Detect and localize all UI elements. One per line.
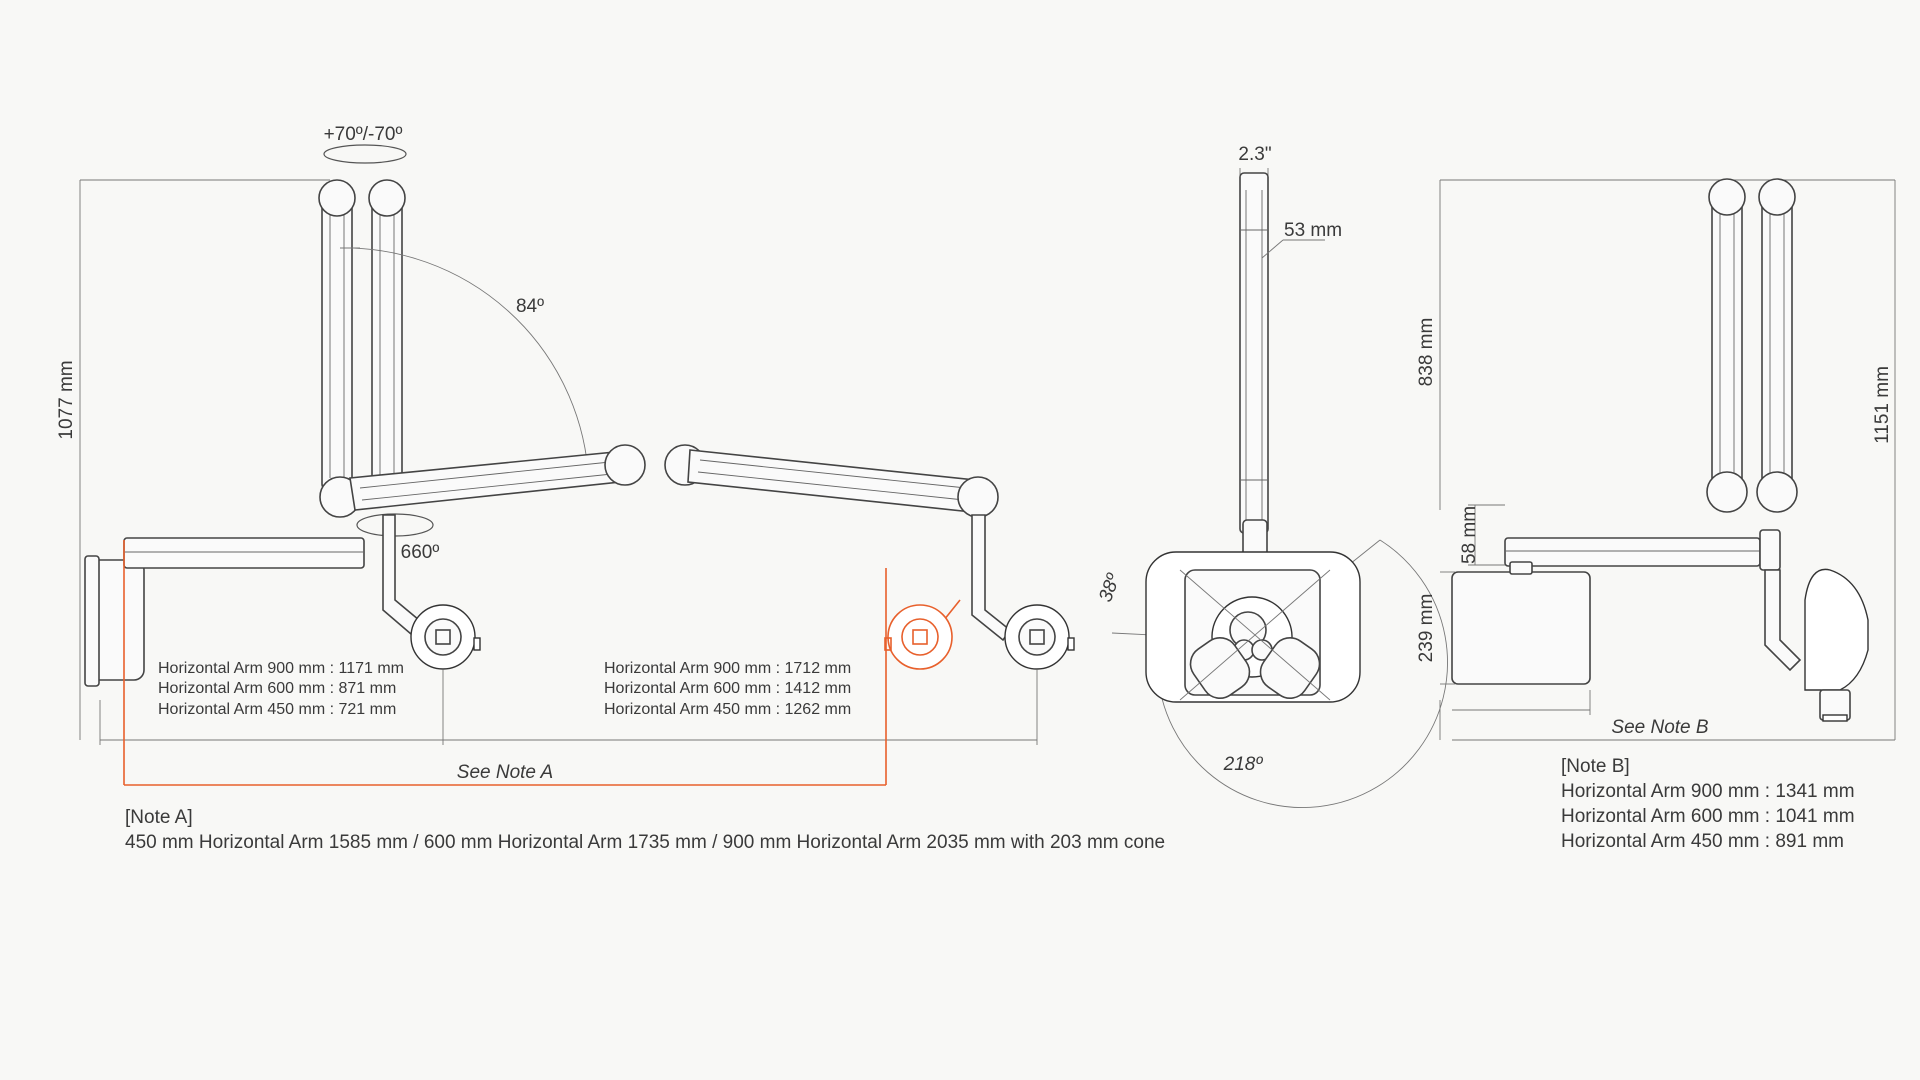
note-b: [Note B] Horizontal Arm 900 mm : 1341 mm… <box>1561 756 1855 852</box>
arm-angle-label: 84º <box>516 296 544 317</box>
note-b-line: Horizontal Arm 900 mm : 1341 mm <box>1561 781 1855 802</box>
note-b-line: Horizontal Arm 600 mm : 1041 mm <box>1561 806 1855 827</box>
front-view: 2.3" 53 mm 218º 38º <box>1095 144 1448 808</box>
height-left-label: 1077 mm <box>56 360 77 439</box>
note-a: [Note A] 450 mm Horizontal Arm 1585 mm /… <box>125 807 1165 853</box>
tube-head-right <box>1004 604 1075 670</box>
reach-right-block: Horizontal Arm 900 mm : 1712 mm Horizont… <box>604 660 851 718</box>
vertical-arm-right <box>368 179 406 491</box>
head-rotation-label: 660º <box>401 542 440 563</box>
vertical-rotation-label: +70º/-70º <box>324 124 403 145</box>
vertical-arm-left <box>318 179 356 491</box>
reach-right-line: Horizontal Arm 450 mm : 1262 mm <box>604 701 851 718</box>
extension-arm-1 <box>349 444 646 511</box>
wall-mount <box>84 537 365 687</box>
reach-left-line: Horizontal Arm 600 mm : 871 mm <box>158 680 396 697</box>
reach-left-line: Horizontal Arm 900 mm : 1171 mm <box>158 660 404 677</box>
reach-right-line: Horizontal Arm 600 mm : 1412 mm <box>604 680 851 697</box>
note-b-line: Horizontal Arm 450 mm : 891 mm <box>1561 831 1844 852</box>
note-b-title: [Note B] <box>1561 756 1630 777</box>
reach-right-line: Horizontal Arm 900 mm : 1712 mm <box>604 660 851 677</box>
front-width-mm-label: 53 mm <box>1284 220 1342 241</box>
reach-left-line: Horizontal Arm 450 mm : 721 mm <box>158 701 396 718</box>
side-view: 838 mm 1151 mm 58 mm 239 mm <box>1416 178 1896 741</box>
see-note-a-label: See Note A <box>457 762 553 783</box>
side-height-upper-label: 838 mm <box>1416 318 1437 387</box>
side-box-height-label: 239 mm <box>1416 594 1437 663</box>
note-a-title: [Note A] <box>125 807 193 828</box>
tube-head-left <box>410 604 481 670</box>
see-note-b-label: See Note B <box>1611 717 1708 738</box>
front-width-top-label: 2.3" <box>1238 144 1271 165</box>
side-box-small-label: 58 mm <box>1459 506 1480 564</box>
side-height-total-label: 1151 mm <box>1872 366 1893 444</box>
left-view: 1077 mm +70º/-70º 84º <box>56 124 1075 786</box>
note-a-text: 450 mm Horizontal Arm 1585 mm / 600 mm H… <box>125 832 1165 853</box>
reach-left-block: Horizontal Arm 900 mm : 1171 mm Horizont… <box>158 660 404 718</box>
front-angle-small-label: 38º <box>1095 570 1125 605</box>
extension-arm-2 <box>664 444 999 518</box>
front-angle-large-label: 218º <box>1223 754 1264 775</box>
tube-head-alternate <box>884 599 961 670</box>
